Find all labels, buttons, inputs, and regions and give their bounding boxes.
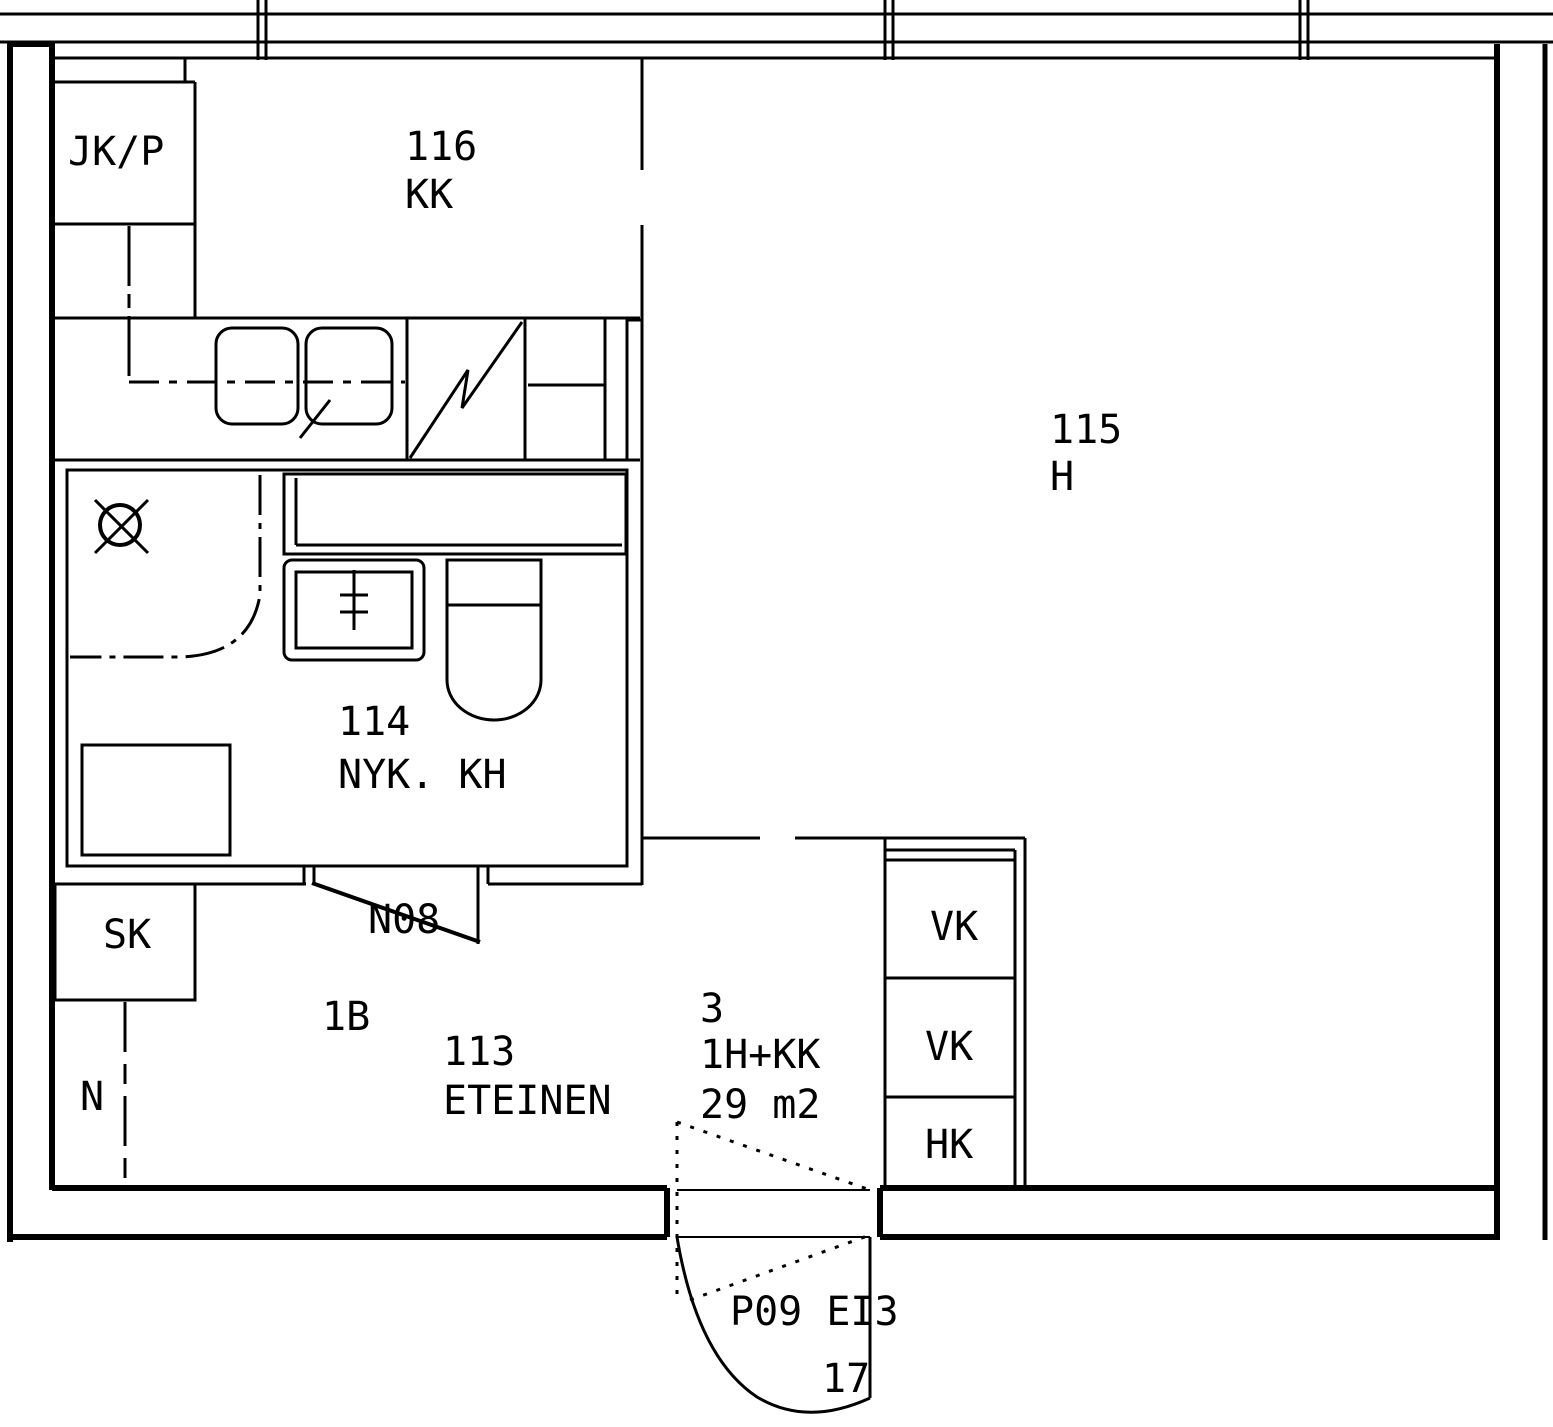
fridge-freezer-label: JK/P <box>68 129 164 175</box>
wardrobe-vk1-label: VK <box>930 904 978 950</box>
wardrobe-vk2-label: VK <box>925 1024 973 1070</box>
hall-number: 113 <box>443 1029 515 1075</box>
living-number: 115 <box>1050 407 1122 453</box>
code-1b: 1B <box>322 994 370 1040</box>
coat-n-label: N <box>80 1074 104 1120</box>
entry-door-code: P09 EI3 <box>730 1289 899 1335</box>
bathroom-fixtures <box>52 468 1025 944</box>
kitchen-number: 116 <box>405 124 477 170</box>
bathroom-number: 114 <box>338 699 410 745</box>
apartment-number: 3 <box>700 986 724 1032</box>
cabinet-sk-label: SK <box>103 912 151 958</box>
entry-number: 17 <box>822 1356 870 1402</box>
kitchen-name: KK <box>405 172 453 218</box>
hall-fixtures <box>53 838 1027 1188</box>
hall-name: ETEINEN <box>443 1078 612 1124</box>
bathroom-door-code: N08 <box>368 897 440 943</box>
entry-door-swing <box>675 1120 872 1414</box>
bathroom-name: NYK. KH <box>338 752 507 798</box>
apartment-area: 29 m2 <box>700 1082 820 1128</box>
living-name: H <box>1050 454 1074 500</box>
apartment-type: 1H+KK <box>700 1032 820 1078</box>
kitchen-fixtures <box>50 58 644 1190</box>
wardrobe-hk-label: HK <box>925 1122 973 1168</box>
top-window-lines <box>0 0 1553 60</box>
